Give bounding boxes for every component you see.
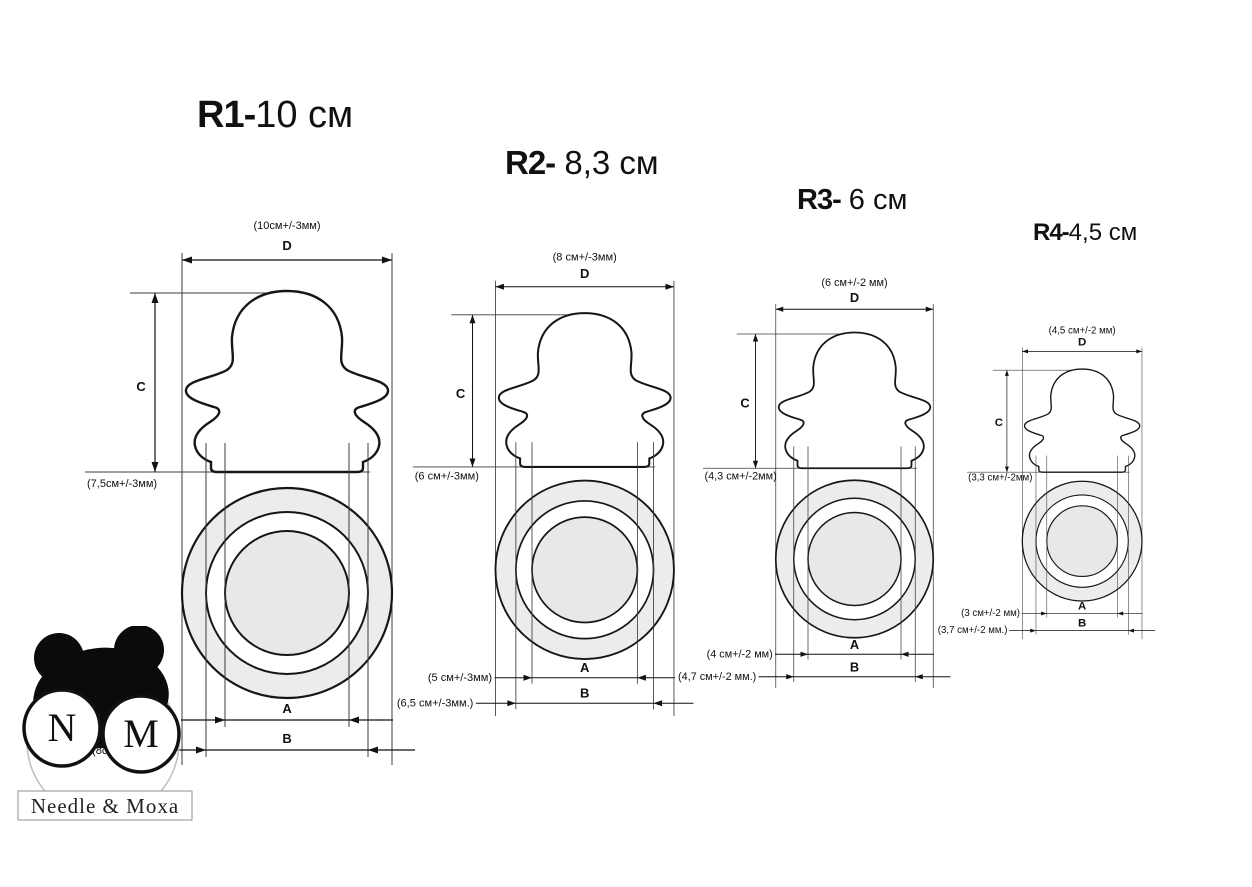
- c-letter: C: [740, 396, 749, 411]
- b-value-label: (6,5 см+/-3мм.): [397, 698, 474, 710]
- c-letter: C: [995, 417, 1003, 429]
- d-value-label: (4,5 см+/-2 мм): [1049, 326, 1116, 337]
- d-letter: D: [1078, 337, 1086, 349]
- dimension-d: (8 см+/-3мм) D: [495, 251, 674, 290]
- size-diagram: (6 см+/-2 мм) D C (4,3 см+/-2мм): [678, 277, 951, 688]
- c-letter: C: [456, 386, 466, 401]
- dimension-c: C (7,5см+/-3мм): [87, 293, 159, 490]
- b-value-label: (3,7 см+/-2 мм.): [938, 625, 1008, 636]
- a-letter: A: [1078, 601, 1086, 613]
- cup-profile-outline: [497, 312, 672, 468]
- panel-title-size: 8,3 см: [555, 144, 659, 181]
- top-view-circles: [774, 479, 935, 639]
- d-letter: D: [282, 238, 291, 253]
- dimension-d: (6 см+/-2 мм) D: [775, 277, 934, 312]
- panel-title: R1-10 см: [197, 96, 353, 134]
- panel-title-size: 4,5 см: [1068, 219, 1138, 246]
- wordmark-text: Needle & Moxa: [31, 794, 179, 818]
- c-value-label: (6 см+/-3мм): [415, 471, 479, 483]
- d-letter: D: [580, 266, 589, 281]
- panel-title-code: R3-: [797, 184, 842, 216]
- panel-title: R3- 6 см: [797, 186, 907, 215]
- inner-circle: [531, 516, 639, 624]
- cup-profile-outline: [777, 331, 932, 470]
- b-letter: B: [1078, 618, 1086, 630]
- a-letter: A: [282, 701, 292, 716]
- b-letter: B: [850, 660, 859, 675]
- dimension-b: B (3,7 см+/-2 мм.): [938, 618, 1156, 636]
- monogram-letter-n: N: [48, 705, 77, 750]
- panel-title-code: R4-: [1033, 219, 1070, 246]
- top-view-circles: [494, 479, 675, 660]
- dimension-a: A (5 см+/-3мм): [428, 660, 675, 684]
- size-diagram: (4,5 см+/-2 мм) D C (3,3 см+/-2мм): [938, 326, 1156, 640]
- a-value-label: (4 см+/-2 мм): [707, 648, 773, 660]
- d-value-label: (8 см+/-3мм): [553, 251, 617, 263]
- b-letter: B: [282, 731, 291, 746]
- dimension-c: C (3,3 см+/-2мм): [968, 370, 1032, 484]
- c-value-label: (4,3 см+/-2мм): [705, 471, 777, 483]
- size-diagram: (10см+/-3мм) D C (7,5см+/-3мм): [85, 220, 415, 765]
- c-value-label: (3,3 см+/-2мм): [968, 473, 1032, 484]
- dimension-b: B (4,7 см+/-2 мм.): [678, 660, 951, 683]
- d-letter: D: [850, 290, 859, 305]
- dimension-b: B (6,5 см+/-3мм.): [397, 685, 694, 710]
- panel-title-code: R2-: [505, 144, 556, 181]
- inner-circle: [1046, 505, 1119, 578]
- monogram-circle-right: [101, 694, 181, 774]
- c-value-label: (7,5см+/-3мм): [87, 478, 157, 490]
- inner-circle: [224, 530, 350, 656]
- cup-profile-outline: [1023, 368, 1141, 473]
- top-view-circles: [180, 486, 394, 700]
- dimension-a: A (4 см+/-2 мм): [707, 637, 934, 660]
- a-value-label: (3 см+/-2 мм): [961, 608, 1020, 619]
- size-diagram: (8 см+/-3мм) D C (6 см+/-3мм): [397, 251, 694, 716]
- inner-circle: [807, 511, 902, 607]
- logo-monogram-circles: N M: [22, 688, 181, 774]
- needle-moxa-logo: N M Needle & Moxa: [17, 626, 193, 821]
- dimension-a: A (3 см+/-2 мм): [961, 601, 1143, 619]
- c-letter: C: [136, 379, 146, 394]
- a-value-label: (5 см+/-3мм): [428, 672, 492, 684]
- dimension-d: (10см+/-3мм) D: [182, 220, 392, 264]
- b-value-label: (4,7 см+/-2 мм.): [678, 671, 756, 683]
- dimension-d: (4,5 см+/-2 мм) D: [1022, 326, 1142, 354]
- top-view-circles: [1021, 480, 1143, 602]
- a-letter: A: [580, 660, 590, 675]
- d-value-label: (10см+/-3мм): [253, 220, 320, 232]
- b-letter: B: [580, 685, 589, 700]
- monogram-letter-m: M: [123, 711, 159, 756]
- panel-title: R2- 8,3 см: [505, 146, 659, 179]
- a-letter: A: [850, 637, 859, 652]
- panel-title-code: R1-: [197, 94, 256, 136]
- panel-title-size: 10 см: [255, 94, 354, 136]
- dimension-c: C (6 см+/-3мм): [415, 314, 479, 483]
- panel-title-size: 6 см: [840, 184, 908, 216]
- logo-wordmark: Needle & Moxa: [17, 790, 193, 821]
- wordmark-box: [17, 790, 193, 821]
- d-value-label: (6 см+/-2 мм): [821, 277, 887, 289]
- dimension-c: C (4,3 см+/-2мм): [705, 334, 777, 483]
- monogram-circle-left: [22, 688, 102, 768]
- cup-profile-outline: [184, 289, 390, 474]
- panel-title: R4-4,5 см: [1033, 221, 1137, 245]
